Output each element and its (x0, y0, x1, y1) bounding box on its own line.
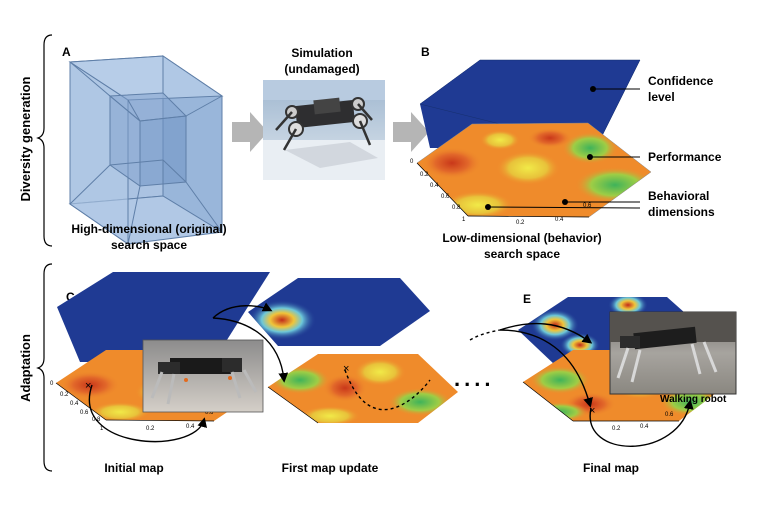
annotation-dot-behavioral-2 (485, 204, 491, 210)
tick-c-y2: 0.2 (60, 392, 69, 398)
caption-initial-map: Initial map (104, 461, 163, 475)
panel-label-b: B (421, 45, 430, 59)
caption-final-map: Final map (583, 461, 639, 475)
tick-b-y2: 0.2 (420, 172, 429, 178)
tick-b-y0: 0 (410, 159, 414, 165)
marker-x-e: × (589, 405, 595, 417)
panel-label-e: E (523, 292, 531, 306)
panel-label-c: C (66, 290, 75, 304)
adaptation-arrows (88, 302, 694, 447)
performance-map-d (267, 354, 458, 424)
caption-sim-line2: (undamaged) (284, 62, 359, 76)
caption-low-dim-line2: search space (484, 247, 560, 261)
tick-e-x2: 0.2 (612, 426, 621, 432)
annotation-dot-confidence (590, 86, 596, 92)
confidence-plane-c (57, 272, 270, 362)
section-bracket-bottom (36, 263, 53, 472)
hypercube-graphic (68, 55, 224, 245)
annotation-leaders-b (487, 88, 641, 209)
tick-c-x6: 0.6 (205, 410, 214, 416)
tick-b-y6: 0.6 (441, 194, 450, 200)
annotation-confidence-line1: Confidence (648, 74, 714, 88)
tick-c-y0: 0 (50, 381, 54, 387)
tick-b-y1: 1 (462, 217, 466, 223)
robot-photo-damaged (142, 339, 264, 413)
caption-high-dim-line1: High-dimensional (original) (71, 222, 226, 236)
annotation-confidence-line2: level (648, 90, 675, 104)
simulation-image (263, 80, 385, 180)
tick-b-y4: 0.4 (430, 183, 439, 189)
ellipsis-dots: .... (454, 366, 494, 391)
tick-b-x6: 0.6 (583, 203, 592, 209)
marker-x-c: × (85, 380, 91, 392)
tick-c-y1: 1 (100, 426, 104, 432)
tick-c-y6: 0.6 (80, 410, 89, 416)
tick-b-x4: 0.4 (555, 217, 564, 223)
caption-low-dim-line1: Low-dimensional (behavior) (442, 231, 601, 245)
caption-high-dim-line2: search space (111, 238, 187, 252)
tick-e-x6: 0.6 (665, 412, 674, 418)
annotation-dot-behavioral-1 (562, 199, 568, 205)
annotation-performance: Performance (648, 150, 722, 164)
tick-b-y8: 0.8 (452, 205, 461, 211)
caption-sim-line1: Simulation (291, 46, 352, 60)
panel-label-a: A (62, 45, 71, 59)
annotation-behavioral-line2: dimensions (648, 205, 715, 219)
tick-b-x2: 0.2 (516, 220, 525, 226)
tick-c-x2: 0.2 (146, 426, 155, 432)
tick-c-x4: 0.4 (186, 424, 195, 430)
section-label-diversity: Diversity generation (18, 76, 33, 201)
robot-photo-walking (609, 311, 737, 395)
marker-x-d: × (343, 363, 349, 375)
flow-arrow-2 (393, 112, 429, 152)
section-label-adaptation: Adaptation (18, 334, 33, 402)
caption-walking-robot: Walking robot (660, 394, 727, 405)
flow-arrow-1 (232, 112, 268, 152)
section-bracket-top (36, 34, 53, 247)
tick-e-x4: 0.4 (640, 424, 649, 430)
annotation-dot-performance (587, 154, 593, 160)
annotation-behavioral-line1: Behavioral (648, 189, 709, 203)
caption-first-update: First map update (282, 461, 379, 475)
tick-c-y4: 0.4 (70, 401, 79, 407)
